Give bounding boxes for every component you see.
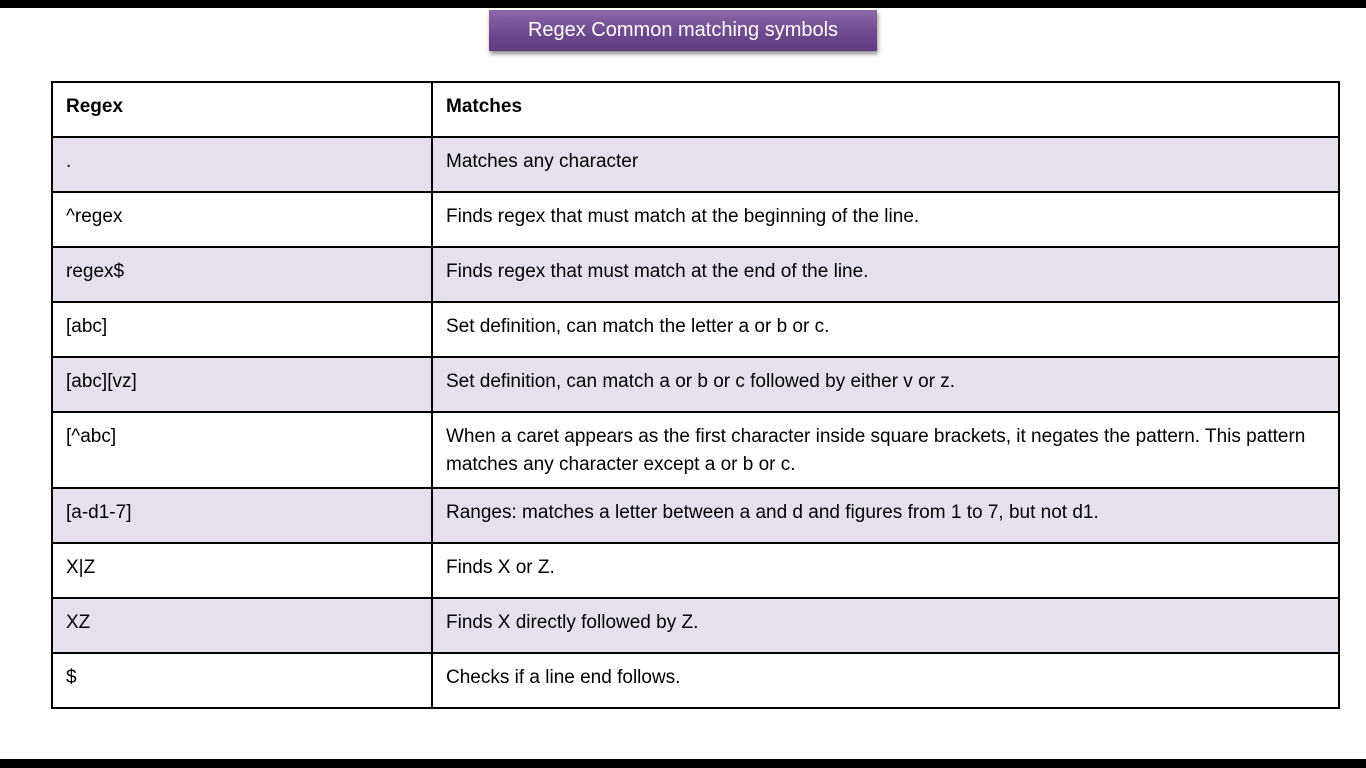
matches-cell: Finds regex that must match at the begin… xyxy=(431,191,1340,248)
regex-cell: [a-d1-7] xyxy=(51,487,433,544)
table-row: [abc] Set definition, can match the lett… xyxy=(51,301,1340,358)
regex-cell: regex$ xyxy=(51,246,433,303)
regex-cell: $ xyxy=(51,652,433,709)
regex-cell: . xyxy=(51,136,433,193)
table-row: XZ Finds X directly followed by Z. xyxy=(51,597,1340,654)
table-header-row: Regex Matches xyxy=(51,81,1340,138)
table-row: [a-d1-7] Ranges: matches a letter betwee… xyxy=(51,487,1340,544)
regex-cell: [abc] xyxy=(51,301,433,358)
table-row: X|Z Finds X or Z. xyxy=(51,542,1340,599)
matches-cell: Finds X directly followed by Z. xyxy=(431,597,1340,654)
matches-cell: Checks if a line end follows. xyxy=(431,652,1340,709)
table-row: [abc][vz] Set definition, can match a or… xyxy=(51,356,1340,413)
regex-cell: ^regex xyxy=(51,191,433,248)
matches-cell: Set definition, can match a or b or c fo… xyxy=(431,356,1340,413)
matches-cell: Ranges: matches a letter between a and d… xyxy=(431,487,1340,544)
table-row: ^regex Finds regex that must match at th… xyxy=(51,191,1340,248)
table-row: regex$ Finds regex that must match at th… xyxy=(51,246,1340,303)
column-header-regex: Regex xyxy=(51,81,433,138)
regex-table: Regex Matches . Matches any character ^r… xyxy=(51,81,1340,709)
matches-cell: Matches any character xyxy=(431,136,1340,193)
table-row: $ Checks if a line end follows. xyxy=(51,652,1340,709)
table-row: [^abc] When a caret appears as the first… xyxy=(51,411,1340,489)
bottom-black-bar xyxy=(0,759,1366,768)
matches-cell: Finds regex that must match at the end o… xyxy=(431,246,1340,303)
regex-cell: XZ xyxy=(51,597,433,654)
matches-cell: When a caret appears as the first charac… xyxy=(431,411,1340,489)
matches-cell: Set definition, can match the letter a o… xyxy=(431,301,1340,358)
column-header-matches: Matches xyxy=(431,81,1340,138)
regex-cell: [^abc] xyxy=(51,411,433,489)
regex-cell: X|Z xyxy=(51,542,433,599)
regex-cell: [abc][vz] xyxy=(51,356,433,413)
top-black-bar xyxy=(0,0,1366,8)
matches-cell: Finds X or Z. xyxy=(431,542,1340,599)
table-row: . Matches any character xyxy=(51,136,1340,193)
slide-title: Regex Common matching symbols xyxy=(489,10,877,51)
